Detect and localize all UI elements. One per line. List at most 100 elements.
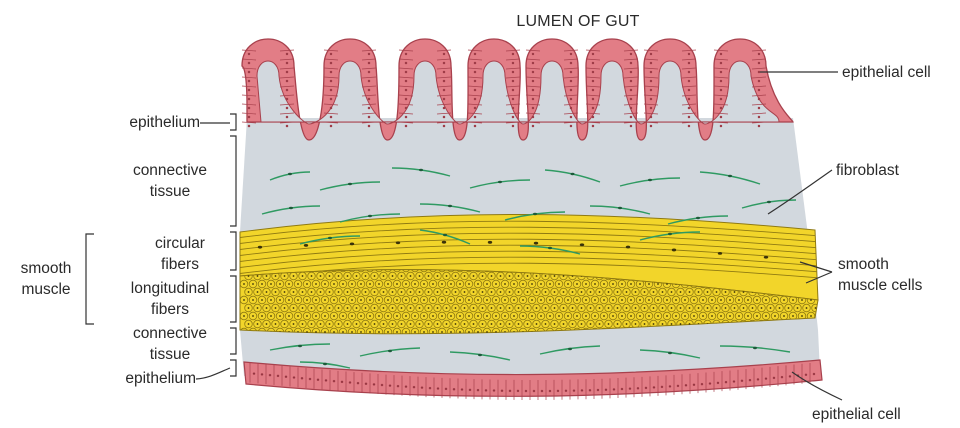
epithelial-cell-nucleus	[365, 383, 367, 385]
muscle-cell-nucleus	[558, 299, 560, 301]
muscle-cell-nucleus	[306, 299, 308, 301]
muscle-cell-nucleus	[338, 291, 340, 293]
muscle-cell-nucleus	[374, 307, 376, 309]
muscle-cell-nucleus	[707, 291, 709, 293]
muscle-cell-nucleus	[252, 315, 254, 317]
muscle-cell-nucleus	[657, 315, 659, 317]
muscle-cell-nucleus	[671, 307, 673, 309]
muscle-cell-nucleus	[554, 307, 556, 309]
muscle-cell-nucleus	[644, 291, 646, 293]
villus-cell-nucleus	[474, 107, 476, 109]
muscle-cell-nucleus	[711, 315, 713, 317]
epithelial-cell-nucleus	[437, 388, 439, 390]
muscle-cell-nucleus	[473, 291, 475, 293]
muscle-cell-nucleus	[369, 331, 371, 333]
muscle-cell-nucleus	[554, 291, 556, 293]
muscle-cell-nucleus	[747, 299, 749, 301]
muscle-cell-nucleus	[594, 283, 596, 285]
villus-cell-nucleus	[512, 89, 514, 91]
muscle-nucleus	[396, 241, 400, 244]
villus-cell-nucleus	[758, 62, 760, 64]
muscle-nucleus	[534, 242, 538, 245]
muscle-cell-nucleus	[783, 299, 785, 301]
muscle-cell-nucleus	[464, 323, 466, 325]
muscle-cell-nucleus	[468, 283, 470, 285]
muscle-cell-nucleus	[320, 275, 322, 277]
muscle-cell-nucleus	[756, 299, 758, 301]
muscle-cell-nucleus	[387, 283, 389, 285]
epithelial-cell-nucleus	[469, 389, 471, 391]
muscle-cell-nucleus	[531, 315, 533, 317]
villus-cell-nucleus	[474, 125, 476, 127]
muscle-cell-nucleus	[518, 307, 520, 309]
bracket-epithelium-top	[230, 114, 236, 130]
muscle-cell-nucleus	[428, 323, 430, 325]
muscle-cell-nucleus	[360, 283, 362, 285]
muscle-cell-nucleus	[405, 283, 407, 285]
villus-cell-nucleus	[688, 62, 690, 64]
muscle-cell-nucleus	[342, 299, 344, 301]
muscle-cell-nucleus	[405, 331, 407, 333]
villus-cell-nucleus	[368, 125, 370, 127]
fibroblast-nucleus	[348, 183, 352, 185]
muscle-cell-nucleus	[378, 315, 380, 317]
muscle-cell-nucleus	[392, 291, 394, 293]
muscle-cell-nucleus	[513, 299, 515, 301]
muscle-cell-nucleus	[423, 299, 425, 301]
villus-cell-nucleus	[405, 80, 407, 82]
muscle-cell-nucleus	[311, 323, 313, 325]
muscle-cell-nucleus	[360, 299, 362, 301]
villus-cell-nucleus	[474, 80, 476, 82]
villus-cell-nucleus	[405, 89, 407, 91]
villus-cell-nucleus	[512, 116, 514, 118]
villus-cell-nucleus	[330, 107, 332, 109]
fibroblast-nucleus	[753, 347, 757, 349]
epithelial-cell-nucleus	[517, 390, 519, 392]
muscle-cell-nucleus	[432, 331, 434, 333]
muscle-cell-nucleus	[500, 323, 502, 325]
fibroblast-nucleus	[668, 233, 672, 235]
muscle-cell-nucleus	[477, 283, 479, 285]
muscle-cell-nucleus	[522, 283, 524, 285]
villus-cell-nucleus	[443, 53, 445, 55]
epithelial-cell-nucleus	[813, 373, 815, 375]
epithelial-cell-nucleus	[605, 389, 607, 391]
muscle-cell-nucleus	[711, 299, 713, 301]
muscle-cell-nucleus	[284, 307, 286, 309]
epithelial-cell-nucleus	[293, 377, 295, 379]
muscle-cell-nucleus	[324, 331, 326, 333]
villus-cell-nucleus	[650, 98, 652, 100]
muscle-cell-nucleus	[410, 275, 412, 277]
muscle-cell-nucleus	[540, 283, 542, 285]
muscle-cell-nucleus	[315, 299, 317, 301]
muscle-cell-nucleus	[612, 283, 614, 285]
muscle-cell-nucleus	[288, 315, 290, 317]
fibroblast-nucleus	[298, 345, 302, 347]
muscle-cell-nucleus	[473, 275, 475, 277]
epithelial-cell-nucleus	[533, 390, 535, 392]
epithelial-cell-nucleus	[565, 390, 567, 392]
muscle-cell-nucleus	[464, 275, 466, 277]
epithelial-cell-nucleus	[421, 387, 423, 389]
villus-cell-nucleus	[512, 62, 514, 64]
muscle-cell-nucleus	[252, 299, 254, 301]
muscle-cell-nucleus	[482, 307, 484, 309]
muscle-cell-nucleus	[441, 331, 443, 333]
muscle-cell-nucleus	[342, 315, 344, 317]
muscle-cell-nucleus	[347, 307, 349, 309]
muscle-cell-nucleus	[261, 315, 263, 317]
muscle-cell-nucleus	[248, 307, 250, 309]
muscle-cell-nucleus	[383, 291, 385, 293]
epithelial-cell-nucleus	[477, 389, 479, 391]
muscle-cell-nucleus	[374, 323, 376, 325]
muscle-cell-nucleus	[365, 307, 367, 309]
muscle-cell-nucleus	[500, 291, 502, 293]
fibroblast-nucleus	[568, 348, 572, 350]
epithelial-cell-nucleus	[429, 387, 431, 389]
muscle-cell-nucleus	[770, 307, 772, 309]
villus-cell-nucleus	[688, 125, 690, 127]
muscle-cell-nucleus	[459, 299, 461, 301]
muscle-cell-nucleus	[761, 307, 763, 309]
muscle-cell-nucleus	[527, 291, 529, 293]
muscle-cell-nucleus	[626, 291, 628, 293]
